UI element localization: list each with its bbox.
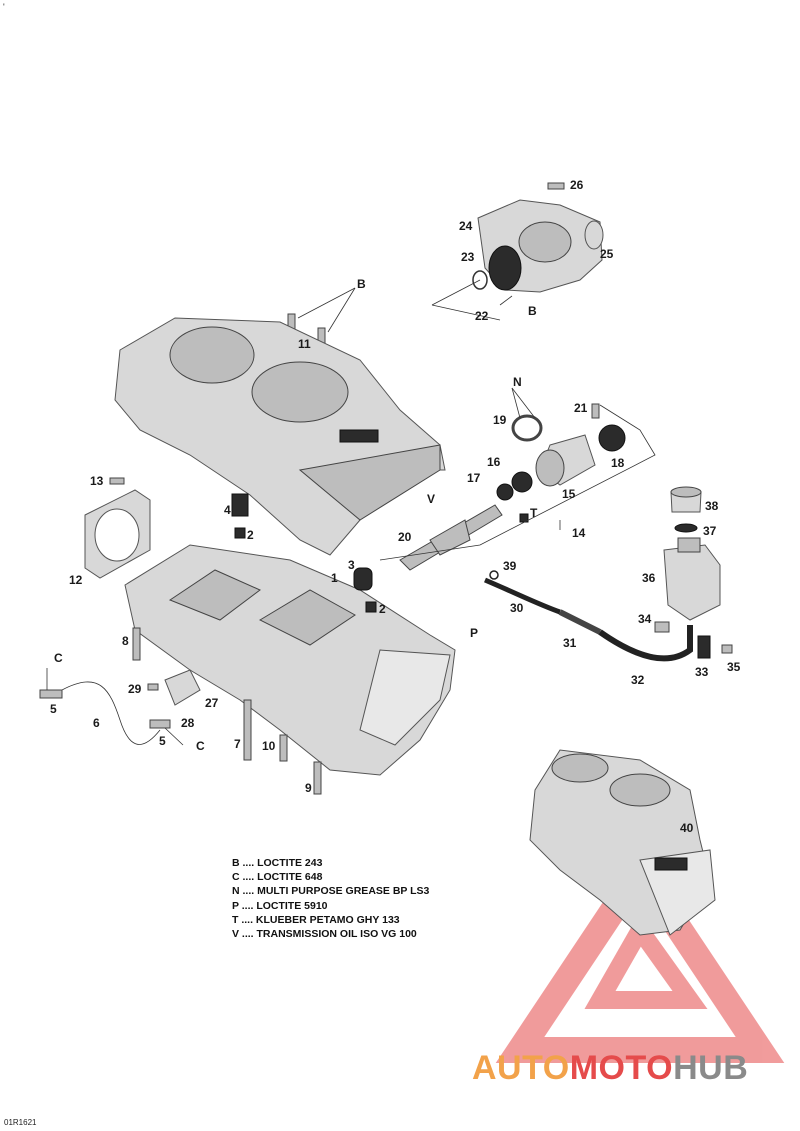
callout-12: 12 <box>69 573 83 587</box>
lower-crankcase <box>124 527 456 776</box>
callout-16: 16 <box>487 455 501 469</box>
shaft-assembly <box>399 403 626 571</box>
brand-hub: HUB <box>673 1049 749 1087</box>
sensor-and-cover <box>39 669 201 745</box>
water-pump-housing <box>472 182 604 293</box>
callout-11: 11 <box>298 337 311 351</box>
brand-moto: MOTO <box>569 1049 674 1087</box>
callout-labels: 26 24 25 23 22 B B 11 N 19 21 18 16 17 1… <box>50 178 741 835</box>
product-legend: B .... LOCTITE 243 C .... LOCTITE 648 N … <box>232 856 429 941</box>
callout-3: 3 <box>348 558 355 572</box>
callout-35: 35 <box>727 660 741 674</box>
callout-30: 30 <box>510 601 524 615</box>
callout-32: 32 <box>631 673 645 687</box>
brand-auto: AUTO <box>472 1049 570 1087</box>
callout-25: 25 <box>600 247 614 261</box>
callout-24: 24 <box>459 219 473 233</box>
callout-1: 1 <box>331 571 338 585</box>
watermark-triangle <box>495 846 785 1063</box>
callout-23: 23 <box>461 250 475 264</box>
callout-14: 14 <box>572 526 586 540</box>
callout-17: 17 <box>467 471 481 485</box>
callout-34: 34 <box>638 612 652 626</box>
callout-19: 19 <box>493 413 507 427</box>
callout-15: 15 <box>562 487 576 501</box>
callout-b-lower: B <box>528 304 537 318</box>
bolts-7-8-9-10 <box>132 627 322 795</box>
legend-row: T .... KLUEBER PETAMO GHY 133 <box>232 913 400 926</box>
upper-crankcase <box>114 317 446 556</box>
callout-n: N <box>513 375 522 389</box>
watermark-brand: AUTOMOTOHUB <box>472 1048 748 1088</box>
callout-b-upper: B <box>357 277 366 291</box>
callout-37: 37 <box>703 524 717 538</box>
legend-row: C .... LOCTITE 648 <box>232 871 323 884</box>
hoses-30-31-32 <box>484 570 693 662</box>
callout-8: 8 <box>122 634 129 648</box>
oil-reservoir <box>654 486 733 659</box>
callout-7: 7 <box>234 737 241 751</box>
callout-c-lower: C <box>196 739 205 753</box>
callout-29: 29 <box>128 682 142 696</box>
callout-2-upper: 2 <box>247 528 254 542</box>
gasket-12 <box>84 477 151 579</box>
callout-4: 4 <box>224 503 231 517</box>
callout-c-upper: C <box>54 651 63 665</box>
callout-13: 13 <box>90 474 104 488</box>
callout-38: 38 <box>705 499 719 513</box>
callout-39: 39 <box>503 559 517 573</box>
legend-row: N .... MULTI PURPOSE GREASE BP LS3 <box>232 885 430 898</box>
callout-v: V <box>427 492 435 506</box>
bracket-lines <box>46 279 656 746</box>
legend-row: P .... LOCTITE 5910 <box>232 899 328 912</box>
callout-31: 31 <box>563 636 577 650</box>
corner-mark: ' <box>3 2 5 12</box>
figure-reference: 01R1621 <box>4 1118 37 1127</box>
callout-27: 27 <box>205 696 219 710</box>
callout-6: 6 <box>93 716 100 730</box>
callout-9: 9 <box>305 781 312 795</box>
callout-28: 28 <box>181 716 195 730</box>
engine-assembly <box>529 749 716 936</box>
callout-26: 26 <box>570 178 584 192</box>
callout-36: 36 <box>642 571 656 585</box>
callout-21: 21 <box>574 401 588 415</box>
callout-5-upper: 5 <box>50 702 57 716</box>
callout-2-lower: 2 <box>379 602 386 616</box>
legend-row: V .... TRANSMISSION OIL ISO VG 100 <box>232 928 417 941</box>
callout-10: 10 <box>262 739 276 753</box>
callout-20: 20 <box>398 530 412 544</box>
callout-18: 18 <box>611 456 625 470</box>
callout-40: 40 <box>680 821 694 835</box>
callout-22: 22 <box>475 309 489 323</box>
callout-33: 33 <box>695 665 709 679</box>
callout-t: T <box>530 506 538 520</box>
callout-p: P <box>470 626 478 640</box>
callout-5-lower: 5 <box>159 734 166 748</box>
legend-row: B .... LOCTITE 243 <box>232 857 323 869</box>
